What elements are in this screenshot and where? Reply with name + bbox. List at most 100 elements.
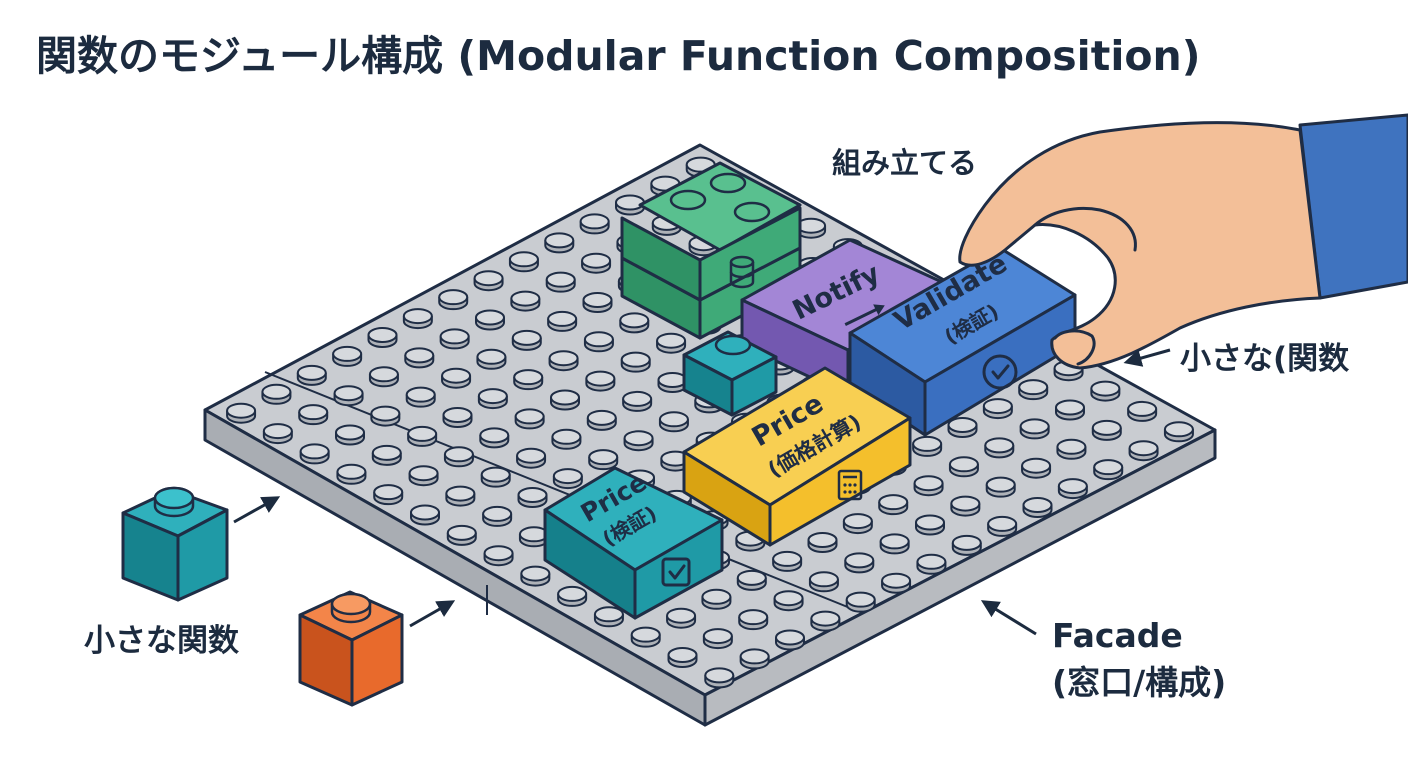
baseplate-stud-top — [410, 504, 440, 521]
assemble-label: 組み立てる — [832, 146, 978, 180]
annotation-arrows — [233, 348, 1171, 636]
hand-thumb — [1053, 329, 1096, 366]
baseplate-stud-top — [579, 213, 610, 230]
baseplate-stud-top — [371, 444, 402, 461]
baseplate-stud-top — [367, 327, 398, 343]
baseplate-stud-top — [736, 569, 767, 586]
baseplate-stud-top — [950, 495, 981, 512]
arrow-teal-to-plate — [233, 496, 281, 524]
baseplate-stud-top — [844, 552, 875, 569]
baseplate-stud-top — [1019, 418, 1050, 435]
baseplate-stud-top — [510, 290, 541, 307]
baseplate-stud-top — [405, 386, 436, 403]
baseplate-stud-top — [593, 606, 624, 623]
baseplate-stud-top — [582, 292, 613, 308]
facade-baseplate — [203, 143, 1217, 727]
baseplate-stud-top — [1022, 497, 1053, 513]
baseplate-stud-top — [948, 456, 979, 473]
baseplate-stud-top — [550, 389, 580, 406]
baseplate-stud-top — [881, 572, 912, 589]
baseplate-stud-top — [445, 485, 476, 502]
hand-finger — [1033, 206, 1137, 252]
baseplate-stud-top — [404, 347, 435, 364]
baseplate-stud-top — [476, 348, 507, 365]
loose-teal-side — [176, 508, 229, 602]
baseplate-stud-top — [548, 350, 579, 367]
baseplate-side-right — [703, 428, 1217, 727]
baseplate-stud-top — [738, 609, 769, 626]
baseplate-stud-top — [879, 533, 910, 550]
baseplate-stud-top — [666, 607, 697, 624]
arrow-right-icon — [844, 304, 885, 326]
baseplate-stud-top — [373, 484, 404, 501]
baseplate-stud-top — [775, 629, 805, 646]
baseplate-stud-top — [1163, 421, 1194, 438]
baseplate-stud-top — [514, 408, 545, 425]
baseplate-stud-top — [656, 332, 687, 349]
baseplate-stud-top — [552, 468, 583, 485]
baseplate-stud-top — [520, 565, 551, 582]
baseplate-stud-top — [370, 405, 401, 422]
baseplate-stud-top — [516, 447, 547, 464]
baseplate-stud-top — [984, 437, 1015, 454]
baseplate-stud-top — [1091, 419, 1122, 436]
baseplate-stud-top — [513, 369, 544, 386]
baseplate-stud-top — [407, 425, 438, 442]
baseplate-stud-top — [739, 648, 770, 665]
baseplate-stud-top — [479, 427, 510, 444]
baseplate-stud-top — [947, 417, 978, 433]
baseplate-stud-top — [508, 251, 539, 268]
baseplate-stud-top — [623, 430, 654, 447]
baseplate-stud-top — [557, 585, 588, 602]
baseplate-stud-top — [667, 647, 698, 663]
baseplate-stud-top — [622, 390, 653, 407]
baseplate-stud-top — [1057, 478, 1088, 495]
baseplate-stud-top — [630, 626, 661, 643]
baseplate-stud-top — [262, 423, 293, 440]
baseplate-stud-top — [588, 449, 619, 466]
loose-orange-side — [350, 613, 404, 707]
baseplate-stud-top — [483, 545, 514, 562]
baseplate-stud-top — [438, 289, 469, 306]
price-verify-block: Price (検証) — [543, 466, 724, 620]
baseplate-stud-top — [368, 366, 399, 383]
baseplate-stud-top — [773, 590, 804, 607]
loose-teal-stud-top — [153, 486, 195, 510]
baseplate-stud-top — [299, 443, 330, 460]
baseplate-stud-top — [913, 475, 944, 492]
baseplate-stud-top — [951, 534, 982, 551]
baseplate-stud-top — [810, 610, 841, 627]
baseplate-stud-top — [336, 463, 367, 480]
baseplate-stud-top — [261, 383, 292, 400]
green-block-upper-top — [638, 161, 802, 252]
baseplate-stud-top — [878, 494, 909, 511]
green-stud — [669, 189, 707, 211]
small-teal-block — [682, 330, 778, 417]
loose-orange-block — [298, 590, 404, 707]
baseplate-stud-top — [442, 407, 473, 423]
baseplate-stud-top — [1093, 459, 1124, 476]
baseplate-stud-top — [586, 409, 617, 426]
green-block-upper-side — [698, 206, 802, 302]
price-calc-block: Price (価格計算) — [682, 366, 912, 547]
small-function-label-left: 小さな関数 — [84, 623, 239, 659]
baseplate-stud-top — [583, 331, 614, 348]
database-icon — [729, 255, 755, 289]
baseplate-stud-top — [842, 513, 873, 530]
baseplate-stud-top — [446, 524, 477, 541]
baseplate-stud-top — [475, 309, 505, 326]
baseplate-stud-top — [517, 487, 548, 503]
baseplate-stud-top — [226, 402, 257, 419]
baseplate-stud-top — [619, 312, 650, 329]
baseplate-stud-top — [702, 628, 733, 645]
baseplate-stud-top — [477, 388, 508, 405]
baseplate-stud-top — [402, 308, 433, 325]
baseplate-stud-top — [333, 385, 364, 402]
baseplate-stud-top — [615, 194, 645, 211]
baseplate-stud-top — [511, 329, 542, 346]
baseplate-stud-top — [701, 588, 732, 605]
check-circle-icon — [982, 354, 1018, 390]
baseplate-stud-top — [1128, 440, 1159, 457]
baseplate-stud-top — [408, 465, 439, 482]
baseplate-stud-top — [581, 252, 612, 269]
